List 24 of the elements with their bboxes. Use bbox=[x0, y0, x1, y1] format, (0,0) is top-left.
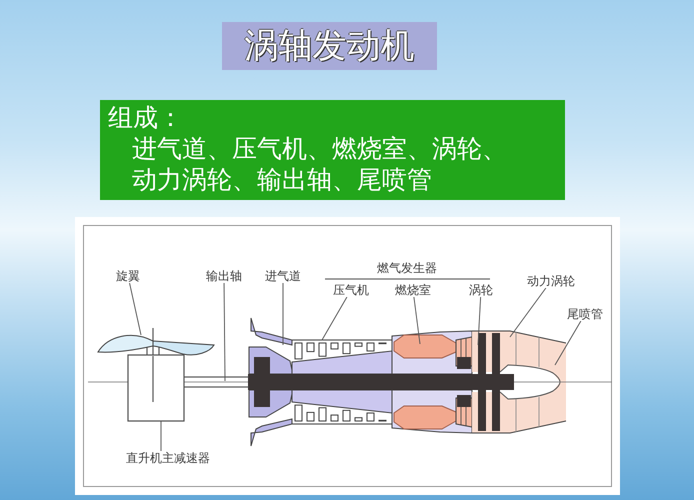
part-label: 涡轮 bbox=[469, 283, 493, 297]
title: 涡轴发动机 bbox=[222, 22, 437, 70]
part-label: 直升机主减速器 bbox=[126, 451, 210, 465]
group-label: 燃气发生器 bbox=[377, 261, 437, 275]
part-label: 进气道 bbox=[265, 269, 301, 283]
leader-line bbox=[224, 282, 226, 382]
leader-line bbox=[478, 296, 482, 346]
part-label: 动力涡轮 bbox=[527, 274, 575, 288]
part-label: 压气机 bbox=[333, 283, 369, 297]
info-panel bbox=[100, 100, 565, 200]
component-list: 进气道、压气机、燃烧室、涡轮、动力涡轮、输出轴、尾喷管 bbox=[132, 133, 522, 195]
part-label: 燃烧室 bbox=[395, 283, 431, 297]
gearbox-block bbox=[127, 354, 185, 422]
leader-line bbox=[413, 296, 420, 344]
part-label: 输出轴 bbox=[206, 269, 242, 283]
leader-line bbox=[322, 296, 348, 340]
leader-line bbox=[129, 282, 142, 336]
leader-line bbox=[510, 288, 546, 338]
part-label: 旋翼 bbox=[116, 269, 140, 283]
leader-line bbox=[160, 420, 162, 452]
part-label: 尾喷管 bbox=[567, 307, 603, 321]
leader-line bbox=[554, 320, 582, 366]
leader-line bbox=[282, 282, 284, 346]
panel-heading: 组成： bbox=[108, 102, 183, 133]
